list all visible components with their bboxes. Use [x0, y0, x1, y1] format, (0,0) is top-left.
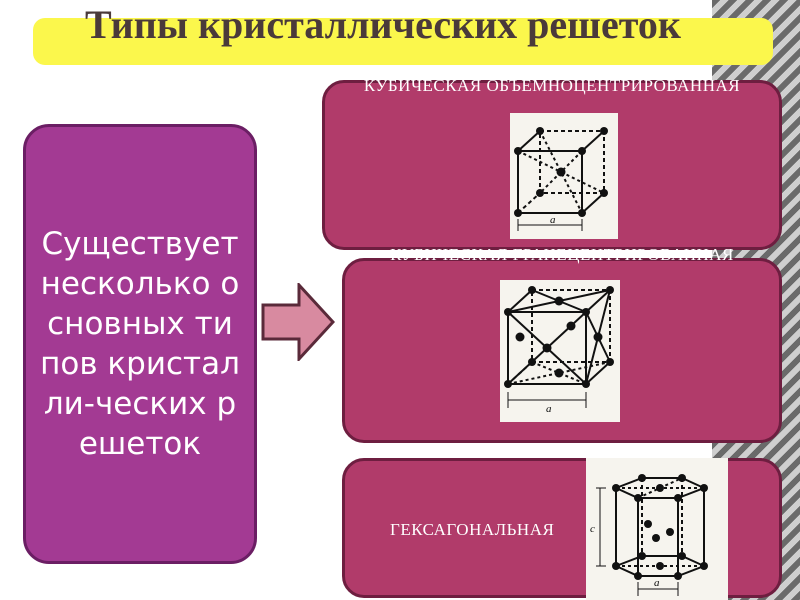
title-banner — [33, 18, 773, 65]
hexagonal-lattice-icon: c a — [586, 458, 728, 600]
panel-bcc-caption: КУБИЧЕСКАЯ ОБЪЕМНОЦЕНТРИРОВАННАЯ — [363, 76, 741, 95]
bcc-cubic-lattice-icon: a — [510, 113, 618, 239]
panel-fcc-caption: КУБИЧЕСКАЯ ГРАНЕЦЕНТРИРОВАННАЯ — [390, 245, 734, 264]
intro-box: Существует несколько основных типов крис… — [23, 124, 257, 564]
page-title: Типы кристаллических решеток — [85, 2, 681, 47]
fcc-edge-label: a — [546, 403, 552, 415]
intro-text: Существует несколько основных типов крис… — [40, 226, 240, 462]
panel-hexagonal-caption: ГЕКСАГОНАЛЬНАЯ — [390, 520, 555, 539]
hex-edge-label: a — [654, 577, 660, 589]
fcc-cubic-lattice-icon: a — [500, 280, 620, 422]
hex-height-label: c — [590, 523, 595, 535]
bcc-edge-label: a — [550, 214, 556, 226]
right-arrow-icon — [261, 283, 335, 361]
